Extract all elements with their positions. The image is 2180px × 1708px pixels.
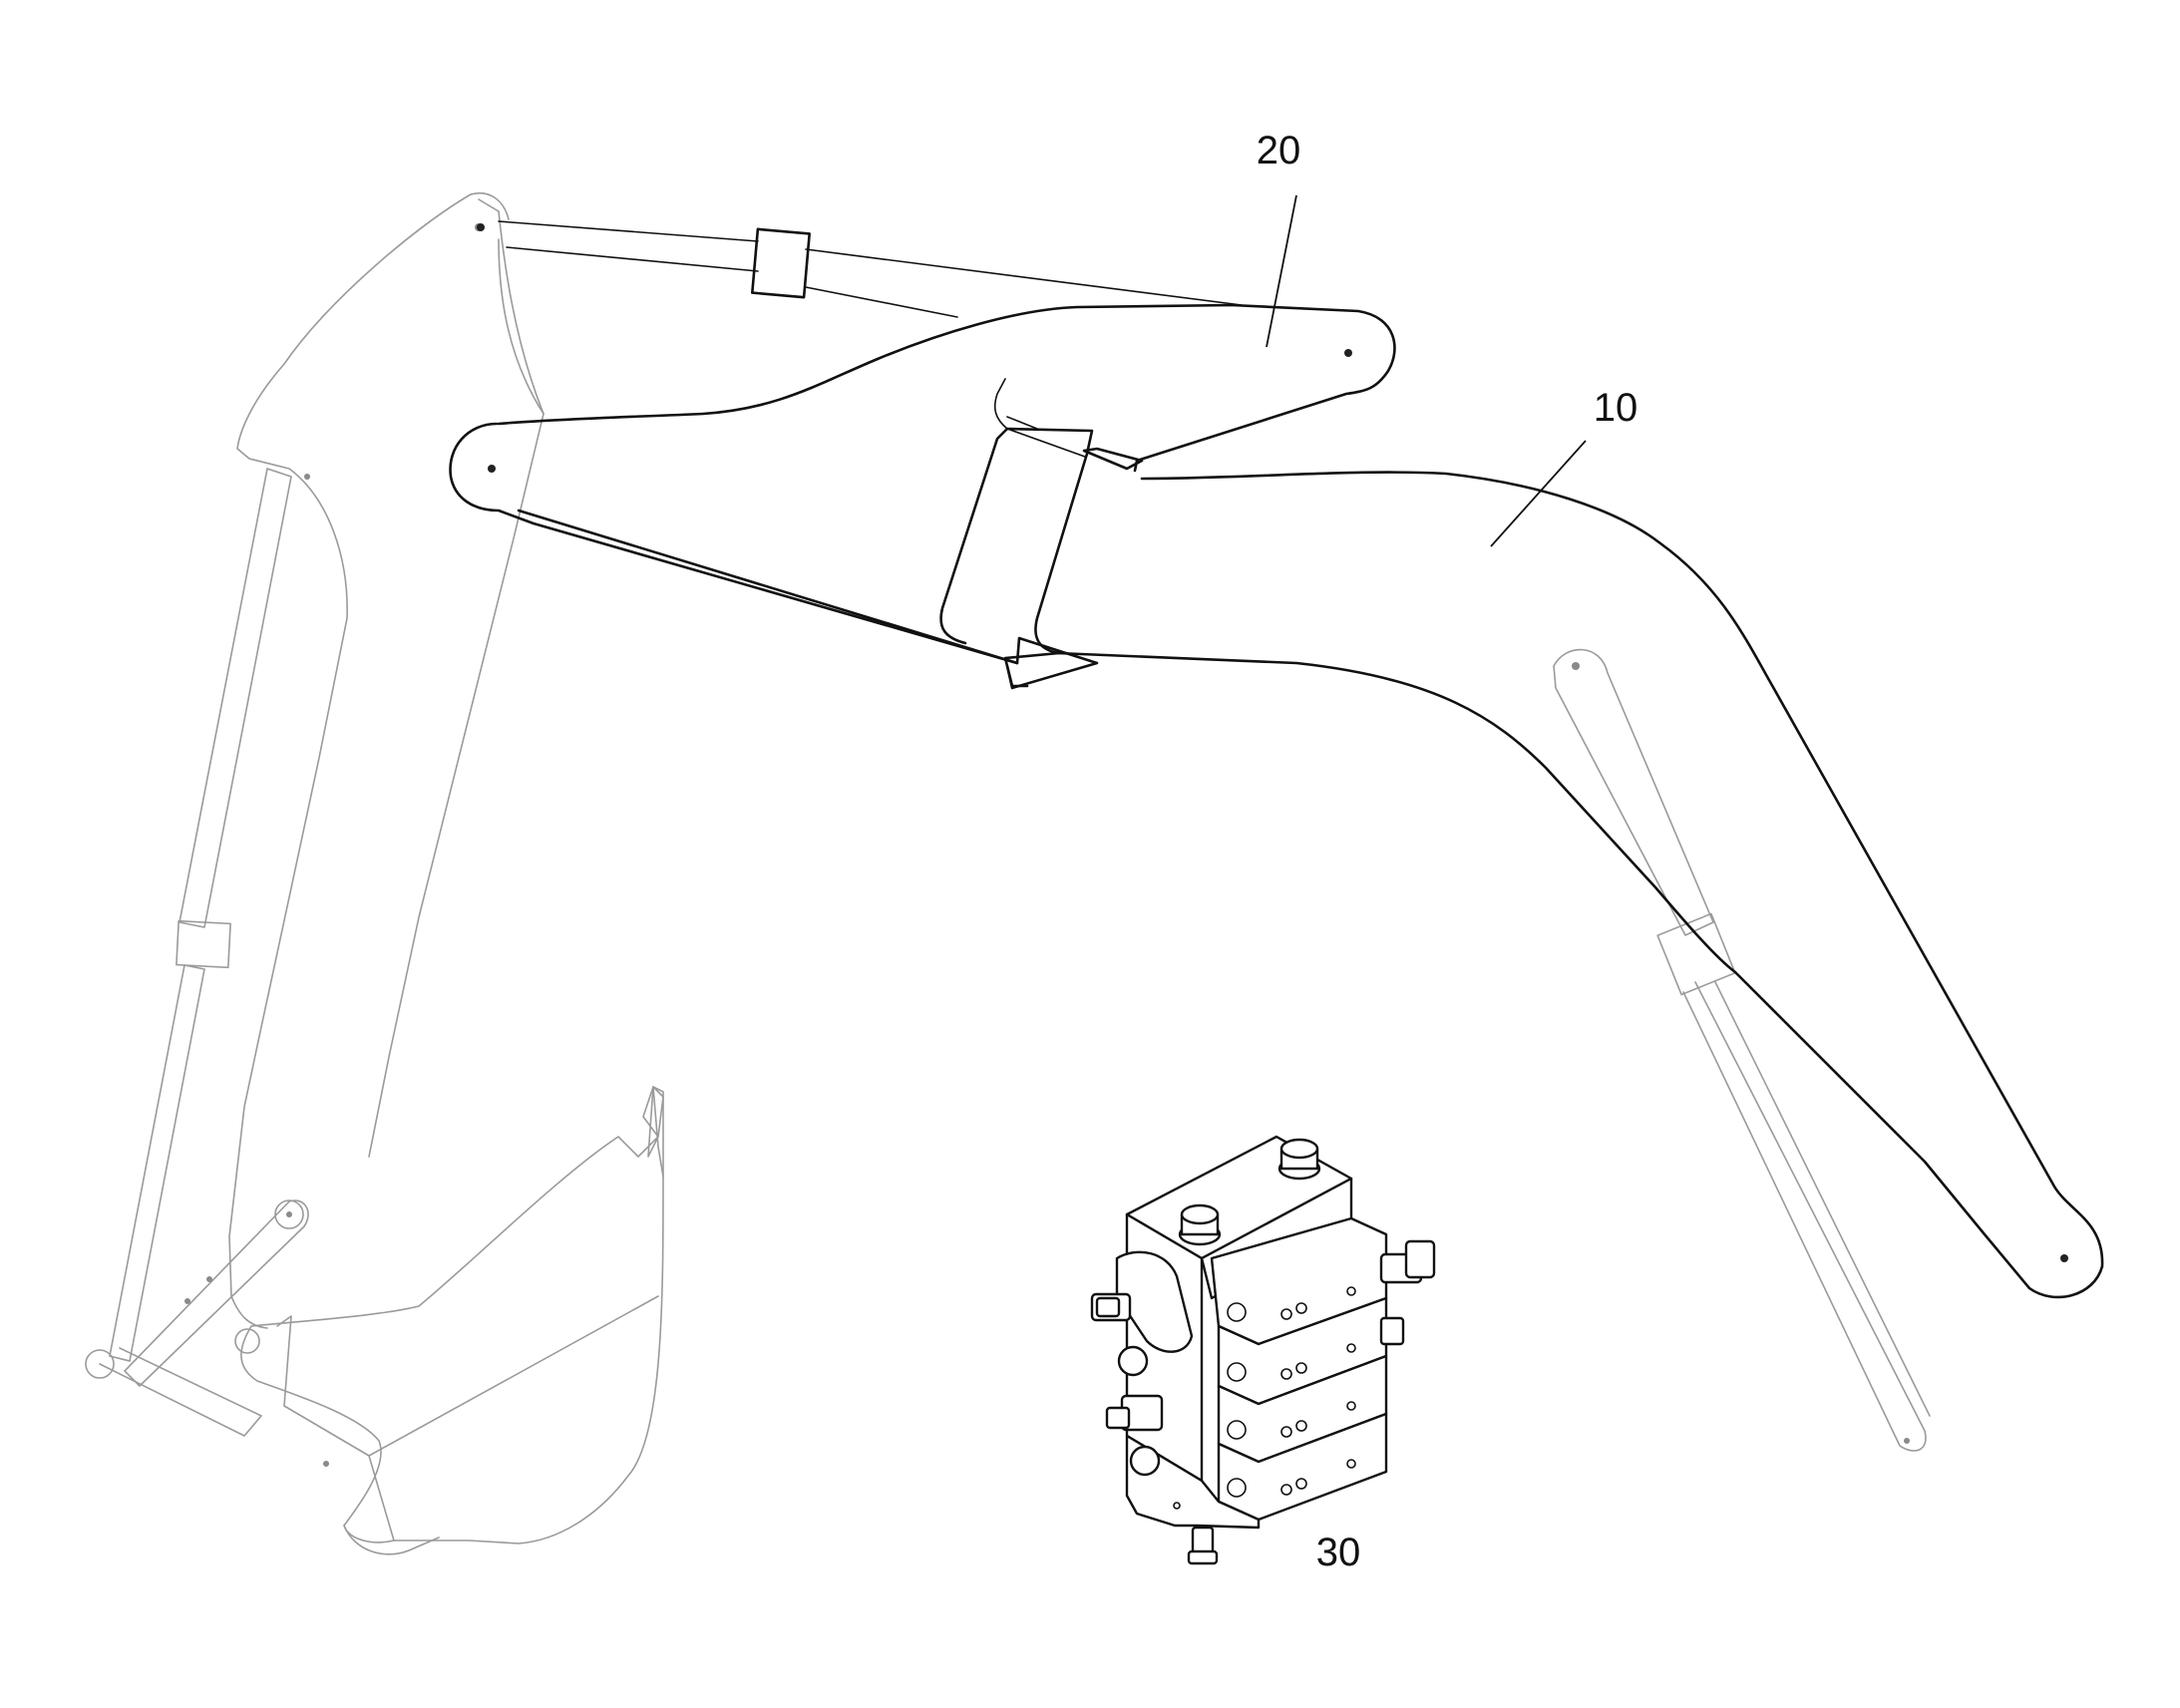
bucket-inner-curve	[368, 238, 545, 1158]
bucket-tooth	[642, 1086, 664, 1138]
boom-joint-plate	[1082, 447, 1144, 471]
bucket-heel	[343, 1525, 440, 1555]
bucket-throat	[478, 198, 545, 415]
bucket-cylinder	[85, 468, 310, 1379]
dipper-cylinder-rod	[498, 220, 759, 272]
dipper-arm-body	[449, 303, 1396, 690]
callout-20: 20	[1257, 129, 1301, 172]
context-parts	[85, 192, 1931, 1555]
bucket-rim	[368, 1295, 659, 1457]
valve-ports	[1173, 1286, 1356, 1510]
bucket-outline	[228, 193, 472, 1329]
leader-10	[1490, 440, 1587, 547]
boom-cylinder	[1553, 648, 1931, 1452]
dipper-cylinder-barrel	[805, 248, 1243, 318]
leader-20	[1266, 194, 1297, 348]
dipper-arm-assembly	[449, 220, 1396, 690]
valve-fittings	[1090, 1239, 1436, 1565]
boom-bracket	[993, 378, 1086, 458]
bucket-linkage	[99, 1199, 329, 1467]
callouts: 20 10 30	[1257, 129, 1638, 1574]
valve-top-bolts	[1178, 1138, 1321, 1246]
dipper-arm-lower-edge	[517, 509, 1019, 665]
boom-arm-body	[1055, 471, 2104, 1299]
dipper-cylinder-gland	[751, 227, 811, 299]
callout-10: 10	[1594, 386, 1638, 430]
callout-30: 30	[1316, 1531, 1361, 1574]
bucket-shell	[240, 1086, 664, 1544]
arm-pivot-outline	[470, 192, 510, 220]
bucket-lip	[276, 1315, 395, 1541]
boom-hook	[939, 427, 1094, 688]
valve-block	[1090, 1135, 1436, 1565]
boom-arm-assembly	[939, 378, 2104, 1299]
bucket-edge	[652, 1086, 664, 1178]
